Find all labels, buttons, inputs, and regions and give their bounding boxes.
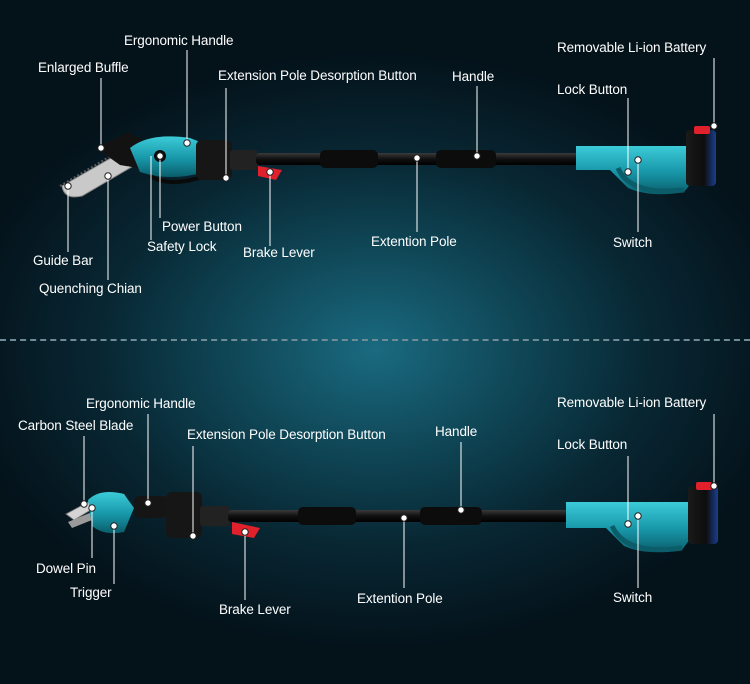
label-handle-top: Handle [452,69,495,84]
label-removable-battery-top: Removable Li-ion Battery [557,40,707,55]
label-extension-pole-desorption-button-bottom: Extension Pole Desorption Button [187,427,386,442]
label-brake-lever-top: Brake Lever [243,245,315,260]
label-switch-top: Switch [613,235,653,250]
label-enlarged-buffle: Enlarged Buffle [38,60,129,75]
label-safety-lock: Safety Lock [147,239,217,254]
label-switch-bottom: Switch [613,590,653,605]
label-guide-bar: Guide Bar [33,253,93,268]
label-lock-button-bottom: Lock Button [557,437,628,452]
label-ergonomic-handle-top: Ergonomic Handle [124,33,234,48]
label-dowel-pin: Dowel Pin [36,561,96,576]
label-power-button: Power Button [162,219,242,234]
top-leader-lines [67,50,715,280]
label-quenching-chian: Quenching Chian [39,281,142,296]
label-extention-pole-bottom: Extention Pole [357,591,443,606]
section-divider [0,339,750,341]
label-removable-battery-bottom: Removable Li-ion Battery [557,395,707,410]
label-carbon-steel-blade: Carbon Steel Blade [18,418,134,433]
pole-chainsaw [59,126,716,198]
bottom-callout-dots [80,482,718,540]
label-brake-lever-bottom: Brake Lever [219,602,291,617]
label-handle-bottom: Handle [435,424,478,439]
label-extention-pole-top: Extention Pole [371,234,457,249]
bottom-leader-lines [83,414,715,600]
label-lock-button-top: Lock Button [557,82,628,97]
label-trigger: Trigger [70,585,112,600]
label-ergonomic-handle-bottom: Ergonomic Handle [86,396,196,411]
pole-pruner [65,482,718,553]
top-callout-dots [64,122,718,190]
label-extension-pole-desorption-button-top: Extension Pole Desorption Button [218,68,417,83]
saw-chain [59,147,125,187]
